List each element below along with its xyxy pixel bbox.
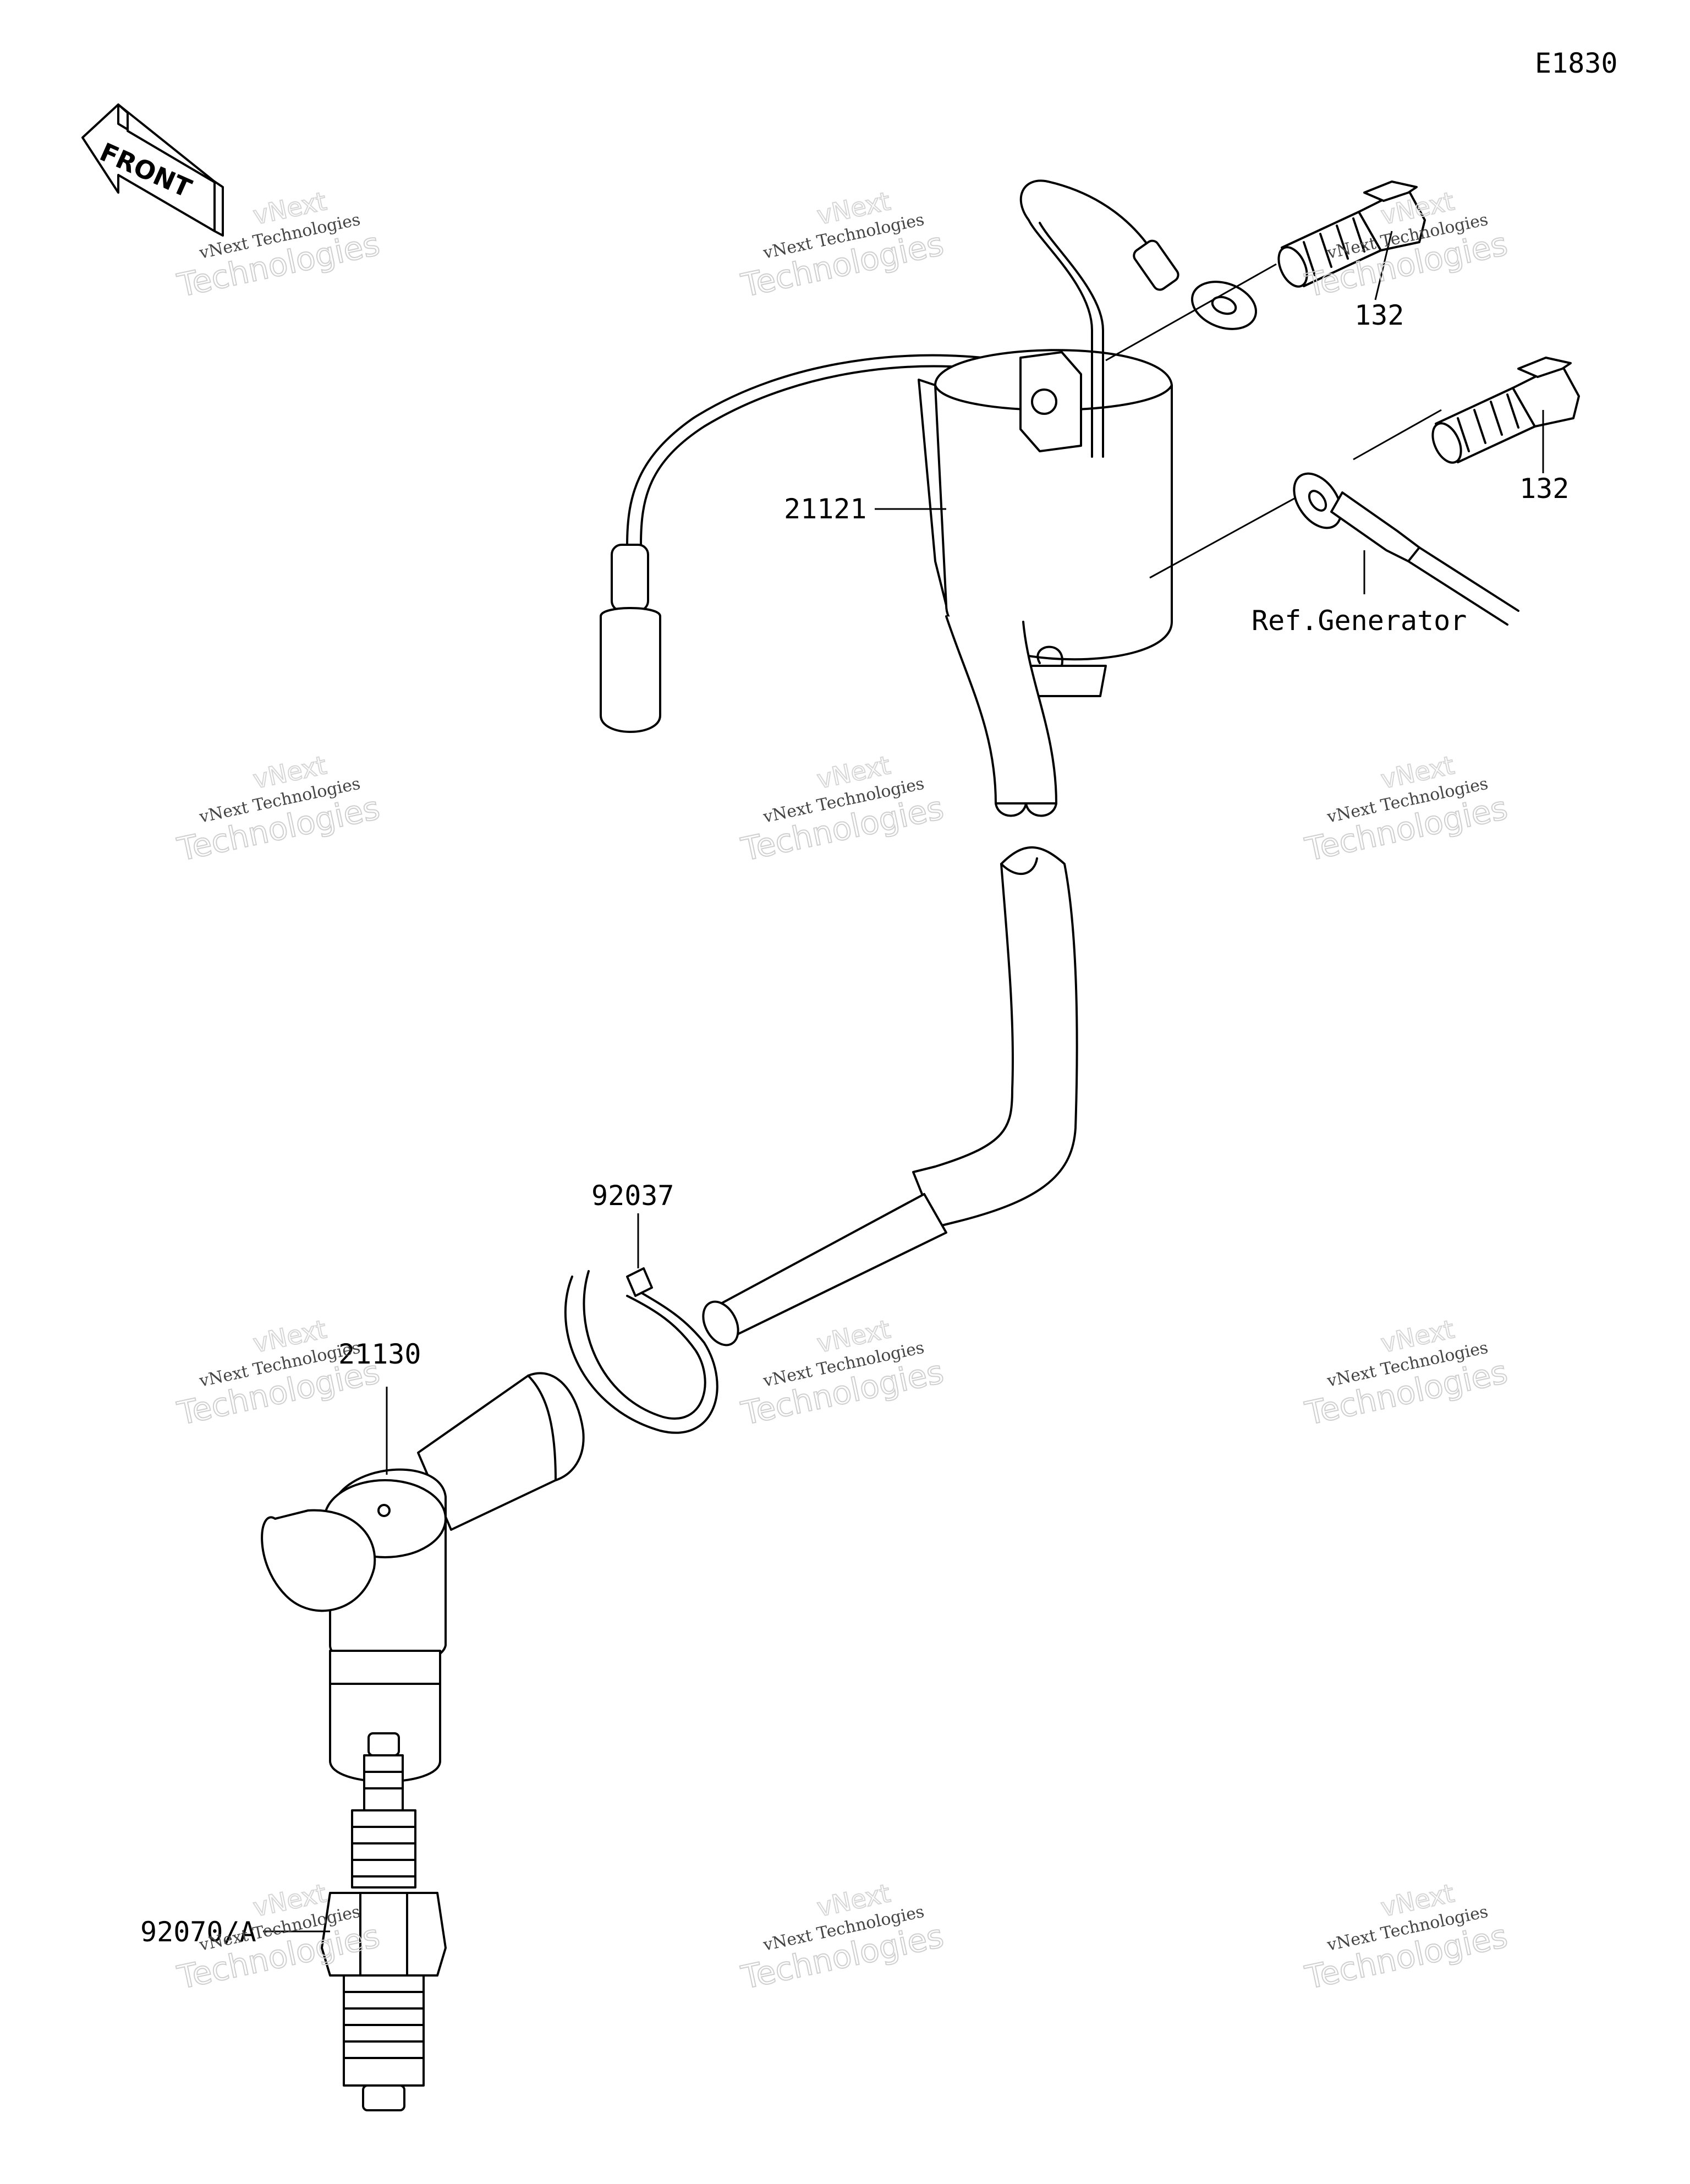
- part-number-132-lower: 132: [1519, 473, 1569, 505]
- high-tension-lead: [702, 846, 1078, 1346]
- ignition-coil: [600, 179, 1258, 817]
- spark-plug: [321, 1732, 447, 2111]
- part-number-92070a: 92070/A: [140, 1916, 256, 1948]
- diagram-id: E1830: [1535, 47, 1618, 79]
- part-number-132-upper: 132: [1354, 299, 1404, 331]
- part-number-21121: 21121: [784, 493, 867, 525]
- front-arrow-icon: FRONT: [81, 103, 224, 237]
- ref-generator-label: Ref.Generator: [1252, 605, 1467, 637]
- part-number-92037: 92037: [591, 1180, 674, 1212]
- clamp: [564, 1267, 718, 1434]
- generator-lead: [1293, 472, 1519, 626]
- spark-plug-cap: [261, 1372, 585, 1783]
- part-number-21130: 21130: [338, 1338, 421, 1370]
- bolt-lower: [1431, 357, 1580, 464]
- bolt-upper: [1277, 180, 1426, 288]
